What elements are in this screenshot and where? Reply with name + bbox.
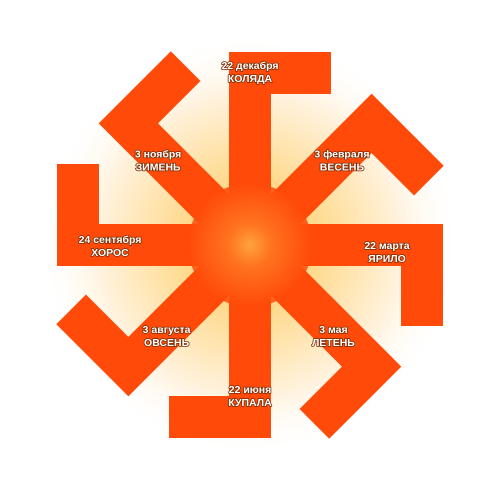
label-date: 3 февраля bbox=[314, 149, 369, 161]
label-name: КУПАЛА bbox=[228, 397, 272, 409]
label-name: ЗИМЕНЬ bbox=[136, 162, 181, 174]
label-name: КОЛЯДА bbox=[228, 73, 273, 85]
label-date: 3 августа bbox=[143, 324, 191, 336]
label-name: ХОРОС bbox=[91, 247, 129, 259]
kolovrat-arms bbox=[56, 51, 444, 439]
label-name: ЛЕТЕНЬ bbox=[312, 337, 355, 349]
label-date: 24 сентября bbox=[79, 234, 142, 246]
label-name: ВЕСЕНЬ bbox=[320, 162, 365, 174]
label-date: 22 декабря bbox=[221, 60, 278, 72]
label-name: ОВСЕНЬ bbox=[144, 337, 190, 349]
label-name: ЯРИЛО bbox=[368, 253, 406, 265]
label-date: 3 мая bbox=[319, 324, 347, 336]
label-date: 3 ноября bbox=[135, 149, 181, 161]
label-date: 22 марта bbox=[364, 240, 409, 252]
label-date: 22 июня bbox=[229, 384, 272, 396]
center-glow bbox=[188, 183, 312, 307]
